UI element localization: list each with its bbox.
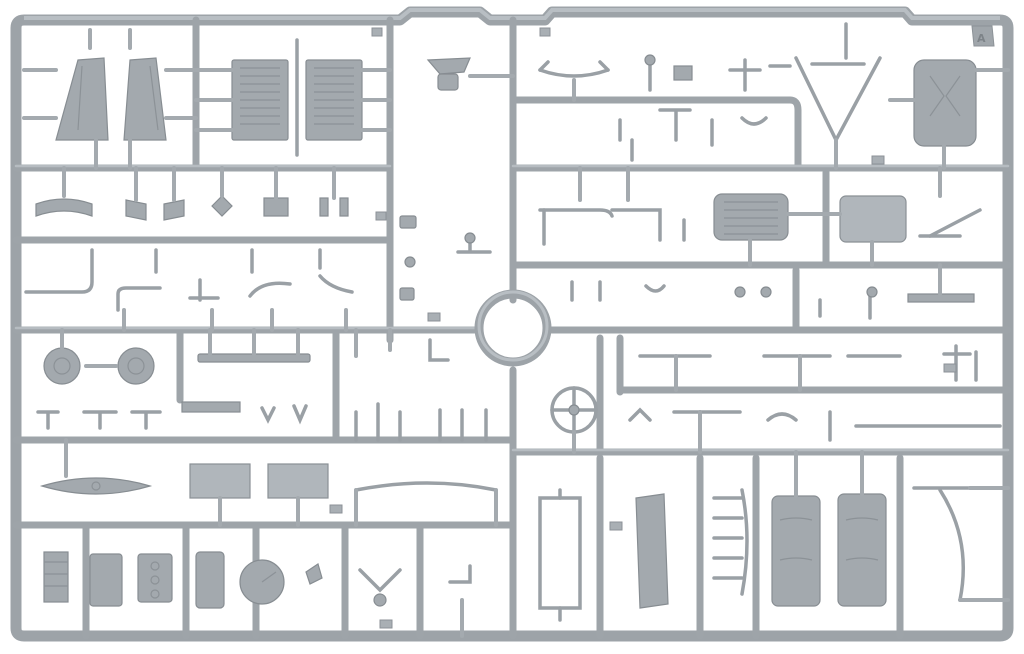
hood-gates	[194, 38, 392, 157]
flywheel-part	[239, 559, 285, 605]
gearbox-part	[89, 553, 123, 607]
wheel-part-right	[117, 347, 155, 385]
gate-stubs-top-left	[22, 68, 198, 170]
curved-frame-part	[912, 486, 1010, 602]
shaft-part	[39, 438, 153, 495]
parts-row-4-right	[570, 263, 975, 320]
parts-row-3-left-rods	[24, 248, 354, 332]
small-bracket-parts-bottom	[305, 563, 472, 638]
parts-row-6-right	[628, 407, 1002, 454]
comb-bracket-part	[712, 488, 749, 596]
part-cap-top-center	[426, 57, 515, 91]
door-frame-part	[538, 488, 582, 622]
seat-back-part	[888, 59, 1010, 170]
axle-bar-part	[60, 328, 311, 368]
panel-part-right	[267, 463, 329, 527]
cylinder-head-part	[137, 553, 173, 603]
hood-panel-left	[231, 59, 289, 141]
radiator-shell-part	[824, 195, 907, 267]
dashboard-panel-part	[635, 493, 669, 609]
seat-cushion-part-left	[771, 450, 821, 607]
engine-block-part	[43, 551, 69, 603]
small-fittings-top-right	[618, 54, 792, 162]
part-small-center	[399, 215, 492, 301]
fender-part-left	[55, 28, 109, 141]
central-ring	[474, 289, 552, 367]
parts-center-stubs	[354, 328, 450, 362]
seat-cushion-part-right	[837, 450, 887, 607]
sprue-letter: A	[977, 32, 986, 45]
v-frame-part	[794, 22, 882, 170]
parts-row-5-right	[638, 344, 978, 392]
radiator-grille-part	[713, 193, 828, 267]
panel-part-left	[189, 463, 251, 527]
sprue-letter-tab: A	[971, 25, 995, 47]
runner-grid	[12, 16, 1012, 640]
sprue-frame	[10, 6, 1014, 642]
arched-bar-part	[354, 481, 498, 527]
spring-part	[538, 60, 610, 102]
steering-wheel-part	[550, 386, 598, 454]
part-number-tabs	[329, 27, 957, 629]
fender-part-right	[123, 28, 167, 141]
rods-row-right	[538, 166, 982, 246]
hood-panel-right	[305, 59, 363, 141]
parts-row-5-left	[36, 401, 488, 442]
parts-row-2-left	[35, 166, 349, 221]
wheel-part-left	[43, 347, 81, 385]
radiator-tank-part	[195, 551, 225, 609]
